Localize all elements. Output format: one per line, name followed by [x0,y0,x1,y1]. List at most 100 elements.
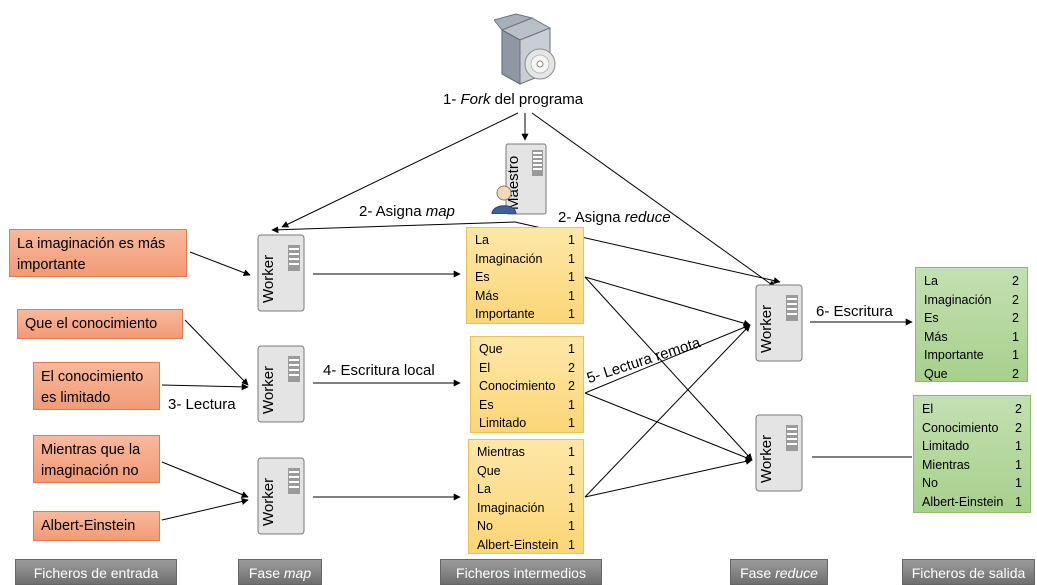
list-item: La 1 [475,231,575,250]
count: 2 [568,379,575,393]
word: El [922,402,934,416]
count: 1 [1015,494,1022,509]
assign-map-label: 2- Asigna map [357,203,457,220]
word: El [479,360,491,375]
map-worker-2-label: Worker [260,365,277,414]
map-worker-1: Worker [252,233,312,313]
word: Mientras [922,457,970,472]
list-item: No 1 [922,474,1022,493]
input-file-3: El conocimiento es limitado [33,362,160,410]
word: Imaginación [924,292,992,307]
footer-reduce-word: reduce [775,565,818,581]
input5-arrow [161,498,249,521]
word: Importante [475,307,535,321]
assign-map-prefix: 2- Asigna [359,203,426,220]
count: 1 [568,307,575,321]
word: La [477,482,491,496]
program-package-icon [493,12,556,88]
list-item: El 2 [922,400,1022,419]
count: 2 [1015,402,1022,416]
reduce-worker-2: Worker [750,413,810,493]
count: 1 [568,233,575,247]
write-label: 6- Escritura [816,303,893,320]
word: Que [479,342,503,356]
inter2-to-r1 [584,324,751,394]
inter1-to-r1 [584,276,751,327]
count: 1 [568,445,575,459]
input-file-1: La imaginación es más importante [9,229,187,277]
footer-intermediate-files: Ficheros intermedios [440,559,602,585]
list-item: La 1 [477,480,575,499]
worker-server-icon [755,414,803,492]
word: Más [475,288,499,303]
count: 1 [1015,476,1022,490]
list-item: Es 1 [475,268,575,287]
count: 1 [568,482,575,496]
count: 1 [568,416,575,430]
list-item: El 2 [479,359,575,378]
word: La [475,233,489,247]
fork-to-reduce-worker-arrow [531,112,776,288]
word: Conocimiento [479,379,556,393]
footer-output-files: Ficheros de salida [902,559,1035,585]
read-label: 3- Lectura [166,396,238,413]
count: 1 [1012,348,1019,362]
count: 1 [568,270,575,284]
input2-arrow [184,319,249,386]
word: No [922,476,938,490]
word: Importante [924,348,984,362]
list-item: Limitado 1 [922,437,1022,456]
inter3-to-r2 [584,457,753,498]
count: 1 [568,251,575,266]
map-worker-1-label: Worker [260,254,277,303]
word: Es [475,270,490,284]
count: 1 [568,288,575,303]
worker-server-icon [257,345,305,423]
fork-to-map-worker-arrow [281,112,519,228]
count: 2 [1012,311,1019,325]
count: 1 [1015,439,1022,453]
footer-reduce-prefix: Fase [740,565,776,581]
inter3-to-r1 [584,324,751,498]
input3-arrow [161,383,249,391]
word: Más [924,329,948,344]
input-file-2: Que el conocimiento [17,309,183,339]
input-file-3-text: El conocimiento es limitado [41,369,144,406]
count: 2 [1012,292,1019,307]
local-write-label: 4- Escritura local [323,362,435,379]
word: Albert-Einstein [477,537,559,552]
footer-reduce-phase: Fase reduce [730,559,828,585]
word: Limitado [479,416,527,430]
assign-map-arrow [271,221,516,234]
assign-map-word: map [425,203,455,220]
list-item: Imaginación 2 [924,291,1019,310]
list-item: Mientras 1 [922,456,1022,475]
count: 2 [1012,366,1019,381]
reduce-worker-1: Worker [750,283,810,363]
count: 2 [1015,420,1022,435]
word: Limitado [922,439,970,453]
count: 1 [1012,329,1019,344]
footer-map-word: map [283,565,312,581]
reduce-worker-2-label: Worker [758,434,775,483]
map-worker-2: Worker [252,344,312,424]
input-file-4: Mientras que la imaginación no [33,435,160,483]
count: 1 [1015,457,1022,472]
word: Que [924,366,948,381]
count: 2 [568,360,575,375]
word: Es [924,311,939,325]
input-file-5: Albert-Einstein [33,511,160,541]
reduce-worker-1-label: Worker [758,304,775,353]
